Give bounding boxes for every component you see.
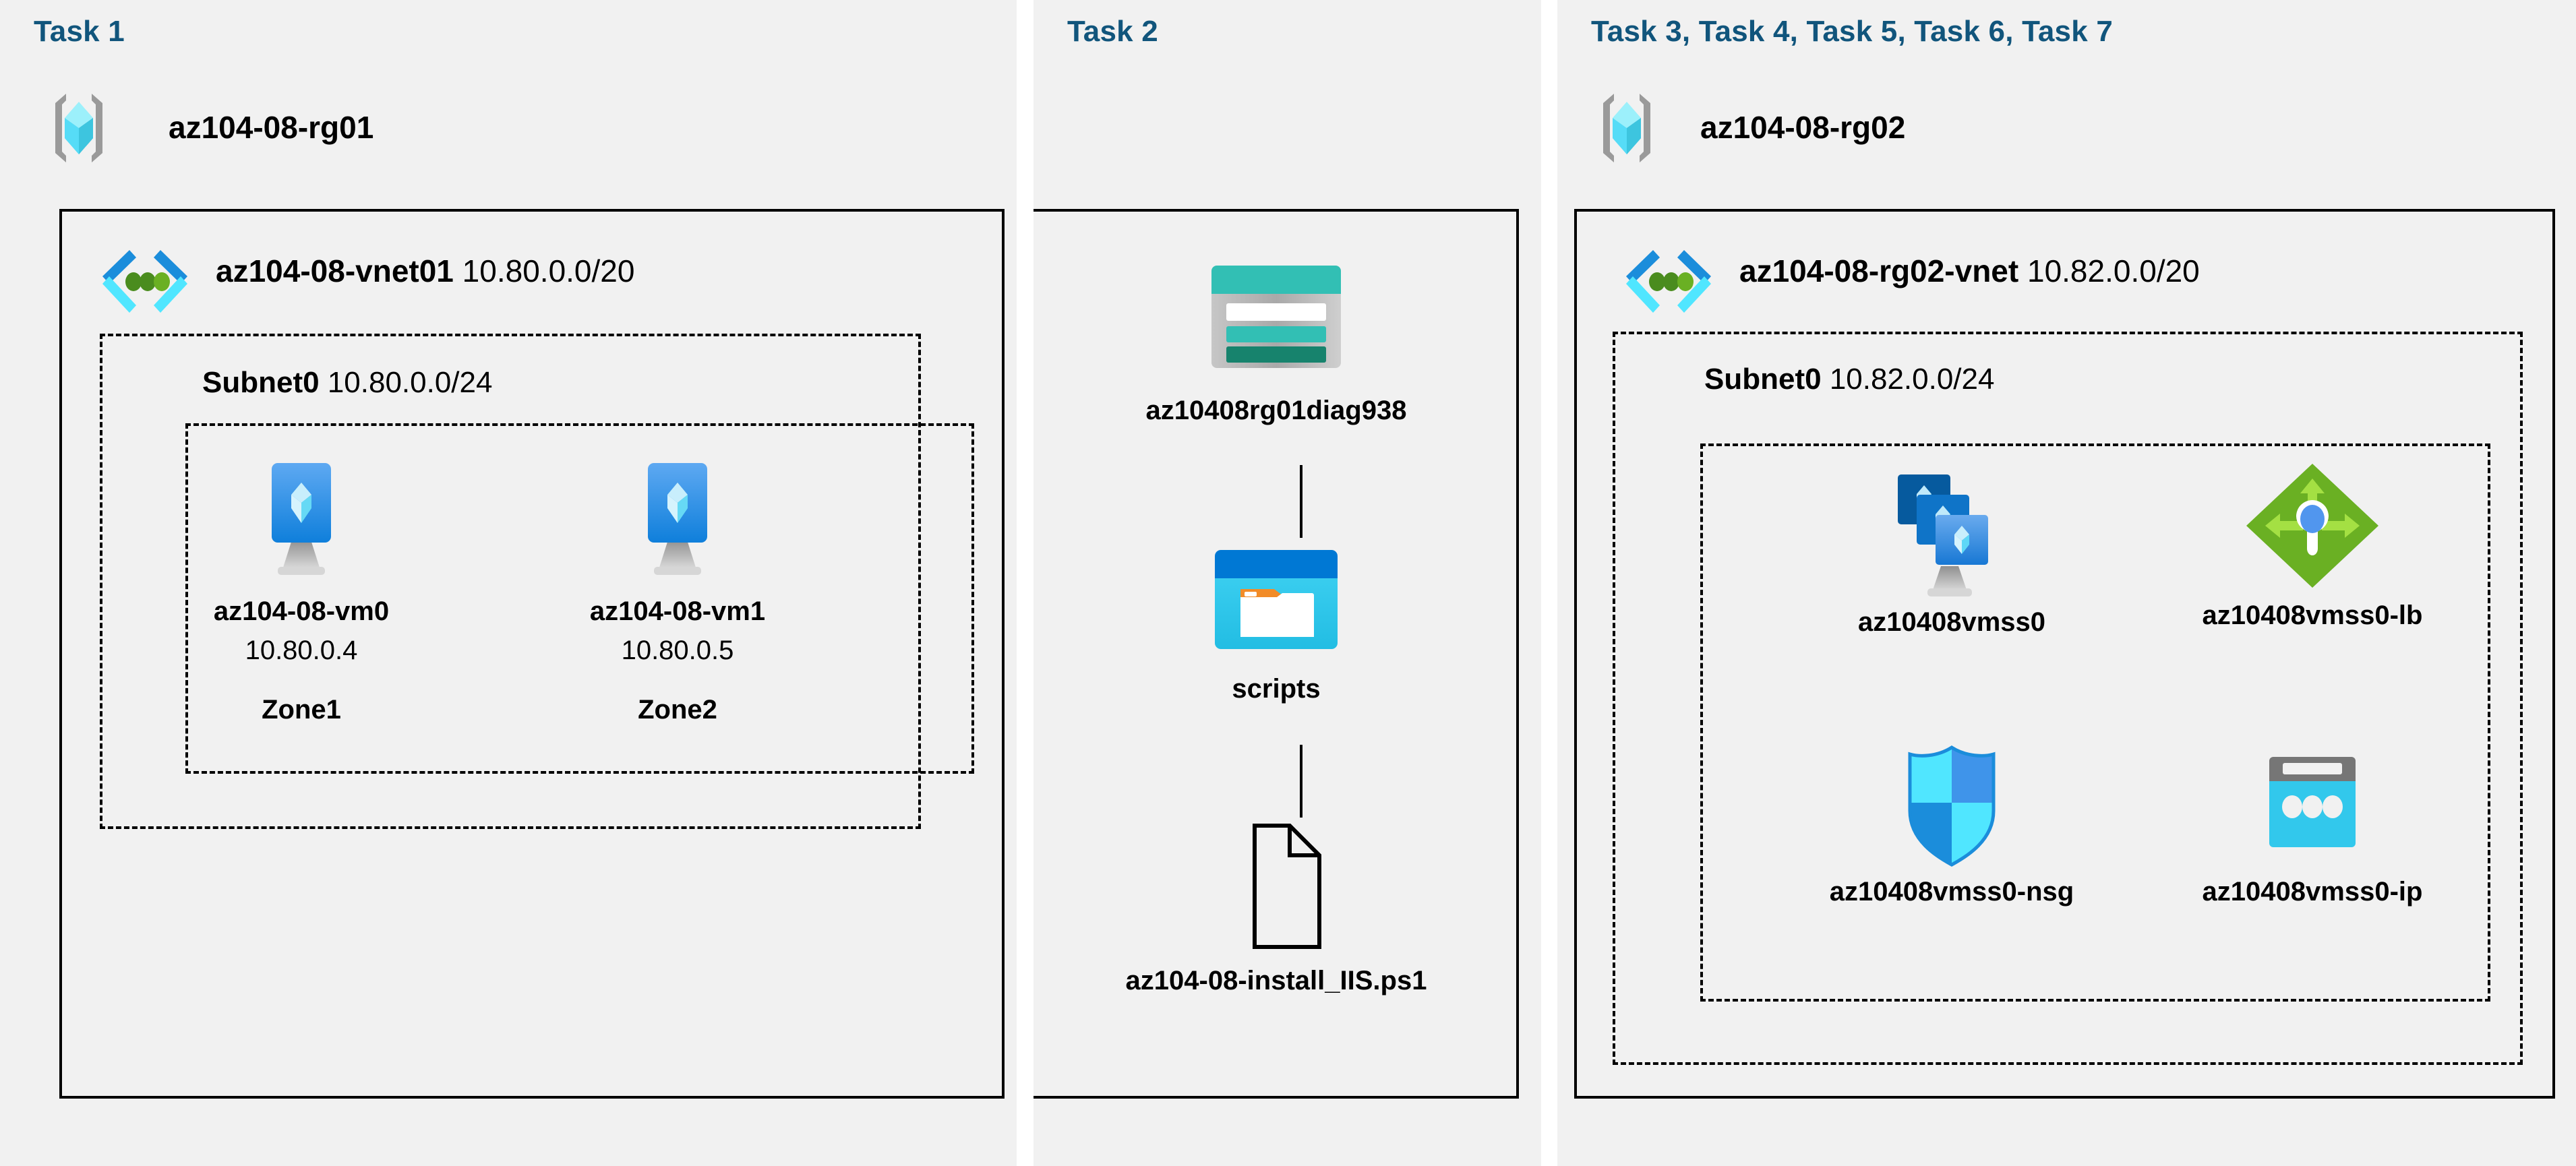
task1-zone-box xyxy=(185,423,974,774)
task1-vnet-box xyxy=(59,209,1005,1099)
vm1-node[interactable]: az104-08-vm1 10.80.0.5 Zone2 xyxy=(580,453,775,725)
resource-group-icon xyxy=(1596,91,1657,165)
task3to7-vnet-name: az104-08-rg02-vnet xyxy=(1739,253,2019,288)
nsg-node[interactable]: az10408vmss0-nsg xyxy=(1770,738,2134,907)
vm1-name: az104-08-vm1 xyxy=(589,596,766,626)
task1-subnet-box xyxy=(100,334,921,829)
load-balancer-node[interactable]: az10408vmss0-lb xyxy=(2130,458,2494,631)
vm1-zone: Zone2 xyxy=(638,695,717,725)
vm0-ip: 10.80.0.4 xyxy=(245,636,358,665)
task1-rg-label: az104-08-rg01 xyxy=(169,109,373,146)
storage-account-name: az10408rg01diag938 xyxy=(1145,396,1407,425)
resource-group-icon xyxy=(49,91,109,165)
vm0-node[interactable]: az104-08-vm0 10.80.0.4 Zone1 xyxy=(204,453,399,725)
virtual-network-icon xyxy=(1618,246,1719,320)
storage-account-icon xyxy=(1101,256,1451,384)
task1-subnet-label: Subnet0 10.80.0.0/24 xyxy=(202,366,492,400)
public-ip-node[interactable]: az10408vmss0-ip xyxy=(2130,745,2494,907)
nsg-name: az10408vmss0-nsg xyxy=(1829,877,2074,907)
load-balancer-name: az10408vmss0-lb xyxy=(2202,601,2423,630)
vmss-name: az10408vmss0 xyxy=(1857,607,2046,637)
vm0-zone: Zone1 xyxy=(262,695,341,725)
task3to7-vnet-box xyxy=(1574,209,2555,1099)
task3to7-resources-box xyxy=(1700,443,2490,1002)
virtual-network-icon xyxy=(94,246,196,320)
task3to7-rg-name: az104-08-rg02 xyxy=(1700,110,1906,145)
public-ip-address-icon xyxy=(2130,745,2494,869)
task3to7-subnet-cidr: 10.82.0.0/24 xyxy=(1829,363,1995,396)
task3to7-heading: Task 3, Task 4, Task 5, Task 6, Task 7 xyxy=(1591,15,2113,48)
task2-heading: Task 2 xyxy=(1067,15,1158,48)
blob-container-icon xyxy=(1101,538,1451,663)
virtual-machine-icon xyxy=(580,453,775,588)
vm1-ip: 10.80.0.5 xyxy=(621,636,734,665)
task1-vnet-name: az104-08-vnet01 xyxy=(216,253,454,288)
storage-to-container-connector xyxy=(1300,465,1302,538)
task3to7-subnet-label: Subnet0 10.82.0.0/24 xyxy=(1704,363,1994,396)
vmss-node[interactable]: az10408vmss0 xyxy=(1770,465,2134,638)
task3to7-vnet-label: az104-08-rg02-vnet 10.82.0.0/20 xyxy=(1739,253,2200,289)
task1-vnet-label: az104-08-vnet01 10.80.0.0/20 xyxy=(216,253,634,289)
container-to-file-connector xyxy=(1300,745,1302,818)
task3to7-vnet-cidr: 10.82.0.0/20 xyxy=(2027,253,2200,288)
task3to7-subnet-name: Subnet0 xyxy=(1704,363,1822,396)
script-file-node[interactable]: az104-08-install_IIS.ps1 xyxy=(1101,818,1451,996)
blob-container-name: scripts xyxy=(1232,674,1321,704)
network-security-group-icon xyxy=(1770,738,2134,869)
task1-rg-name: az104-08-rg01 xyxy=(169,110,374,145)
file-icon xyxy=(1101,818,1451,956)
task3to7-subnet-box xyxy=(1613,332,2523,1065)
blob-container-node[interactable]: scripts xyxy=(1101,538,1451,704)
task1-vnet-cidr: 10.80.0.0/20 xyxy=(462,253,635,288)
task3to7-rg-label: az104-08-rg02 xyxy=(1700,109,1905,146)
storage-account-node[interactable]: az10408rg01diag938 xyxy=(1101,256,1451,426)
vm0-name: az104-08-vm0 xyxy=(213,596,390,626)
task1-subnet-cidr: 10.80.0.0/24 xyxy=(327,366,493,399)
vm-scale-set-icon xyxy=(1770,465,2134,600)
virtual-machine-icon xyxy=(204,453,399,588)
script-file-name: az104-08-install_IIS.ps1 xyxy=(1125,966,1427,995)
task1-heading: Task 1 xyxy=(34,15,125,48)
task1-subnet-name: Subnet0 xyxy=(202,366,320,399)
load-balancer-icon xyxy=(2130,458,2494,593)
public-ip-name: az10408vmss0-ip xyxy=(2202,877,2423,907)
